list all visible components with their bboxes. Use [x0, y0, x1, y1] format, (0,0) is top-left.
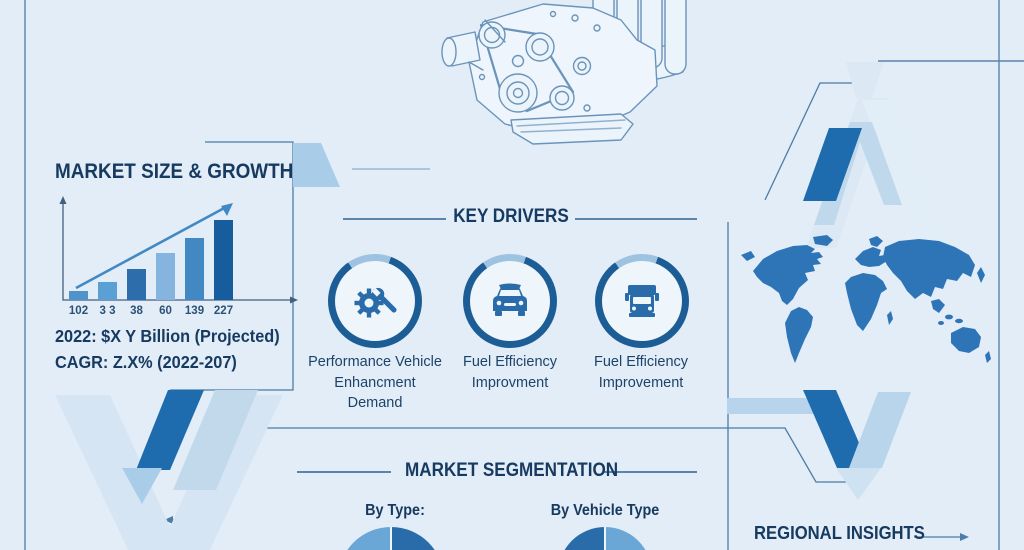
driver-label-fuel-truck: Fuel Efficiency Improvement: [593, 354, 689, 391]
left-chevron-decoration: [55, 390, 283, 550]
driver-label-fuel-car: Fuel Efficiency Improvment: [462, 354, 558, 391]
bar-chart-labels: 102 3 3 38 60 139 227: [69, 305, 245, 317]
pie-by-vehicle-type-label: By Vehicle Type: [550, 502, 660, 519]
bar: [185, 238, 204, 300]
right-bottom-chevron-decoration: [727, 390, 911, 500]
driver-circle-fuel-car: [463, 254, 557, 348]
bar-value-label: 3 3: [99, 305, 116, 317]
driver-label-performance: Performance Vehicle Enhancment Demand: [308, 354, 442, 412]
bar-chart-bars: [69, 205, 245, 300]
bar: [69, 291, 88, 300]
market-size-summary-2: CAGR: Z.X% (2022-207): [55, 352, 237, 372]
bar: [127, 269, 146, 300]
corner-flag-shape: [293, 143, 340, 187]
bar-value-label: 102: [68, 305, 89, 317]
gear-wrench-icon: [354, 287, 397, 318]
key-drivers-title: KEY DRIVERS: [453, 206, 569, 227]
world-map-icon: [741, 235, 991, 363]
bar-value-label: 38: [130, 305, 143, 317]
car-icon: [493, 283, 527, 316]
market-size-summary-1: 2022: $X Y Billion (Projected): [55, 326, 280, 346]
bar-value-label: 227: [213, 305, 234, 317]
driver-circle-fuel-truck: [595, 254, 689, 348]
trend-arrow-icon: [75, 203, 233, 290]
right-top-chevron-decoration: [803, 62, 948, 250]
pie-by-type-label: By Type:: [365, 502, 425, 519]
bar-value-label: 139: [184, 305, 205, 317]
pie-by-vehicle-type: [558, 527, 652, 550]
bar: [156, 253, 175, 300]
truck-icon: [625, 285, 659, 317]
frame-lines: [24, 0, 1024, 550]
bar: [98, 282, 117, 300]
market-size-title: MARKET SIZE & GROWTH: [55, 160, 294, 183]
engine-illustration-icon: [441, 0, 687, 145]
heading-rules: [297, 218, 697, 473]
bar-value-label: 60: [159, 305, 172, 317]
market-segmentation-title: MARKET SEGMENTATION: [405, 460, 619, 481]
regional-insights-title: REGIONAL INSIGHTS: [754, 522, 925, 543]
driver-circle-performance: [328, 254, 422, 348]
bar-chart-axes: [59, 196, 298, 304]
bar: [214, 220, 233, 300]
